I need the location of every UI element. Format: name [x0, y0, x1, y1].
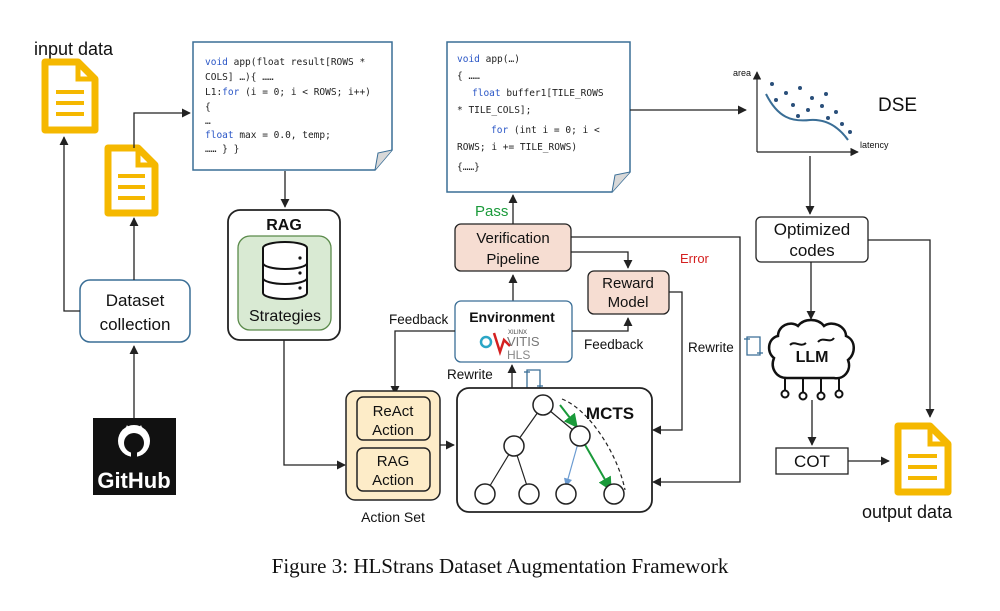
feedback-left-label: Feedback [389, 312, 449, 327]
code2-line6: ROWS; i += TILE_ROWS) [457, 142, 577, 153]
error-label: Error [680, 251, 710, 266]
cot-label: COT [794, 452, 830, 471]
verification-pipeline-box [454, 223, 572, 272]
arrow-rag-to-actionset [283, 340, 346, 470]
react-line1: ReAct [373, 403, 415, 420]
database-icon [262, 241, 308, 300]
output-data-label: output data [862, 502, 953, 522]
action-set-label: Action Set [361, 509, 425, 525]
code1-line7: …… } } [205, 144, 239, 155]
code2-line2: { …… [457, 71, 480, 82]
code2-line4: * TILE_COLS]; [457, 105, 531, 116]
pass-label: Pass [475, 203, 508, 220]
arrow-reward-to-mcts [652, 291, 683, 435]
optimized-line2: codes [789, 241, 834, 260]
arrow-environment-to-reward [572, 317, 633, 332]
feedback-right-label: Feedback [584, 337, 644, 352]
rewrite-right-label: Rewrite [688, 340, 734, 355]
rag-title: RAG [266, 217, 302, 234]
code2-line5: for (int i = 0; i < [491, 125, 600, 136]
github-logo: GitHub [93, 418, 176, 495]
react-action-box [356, 396, 431, 441]
github-logo-text: GitHub [97, 468, 170, 493]
verification-line2: Pipeline [486, 251, 539, 268]
rag-action-box [356, 447, 431, 492]
output-code-box [446, 41, 631, 193]
arrow-verification-to-mcts [571, 236, 741, 487]
dse-area-label: area [733, 68, 751, 78]
arrow-collection-to-input [59, 136, 80, 312]
ragaction-line2: Action [372, 472, 414, 489]
verification-line1: Verification [476, 230, 549, 247]
code1-line3: L1:for (i = 0; i < ROWS; i++) [205, 87, 371, 98]
react-line2: Action [372, 422, 414, 439]
collected-file-icon [104, 144, 159, 217]
dataset-collection-line1: Dataset [106, 291, 165, 310]
code1-line4: { [205, 102, 211, 113]
input-file-icon [41, 58, 99, 134]
code1-line6: float max = 0.0, temp; [205, 130, 331, 141]
input-code-box [192, 41, 393, 171]
optimized-line1: Optimized [774, 220, 851, 239]
mcts-title: MCTS [586, 404, 634, 423]
figure-caption: Figure 3: HLStrans Dataset Augmentation … [272, 554, 729, 578]
code2-line3: float buffer1[TILE_ROWS [472, 88, 604, 99]
code1-line1: void app(float result[ROWS * [205, 57, 365, 68]
mcts-tree [474, 394, 626, 505]
cot-box [775, 447, 849, 475]
xilinx-text: XILINX [508, 330, 527, 336]
environment-title: Environment [469, 309, 555, 325]
scroll-icon-right [744, 336, 763, 356]
ragaction-line1: RAG [377, 453, 410, 470]
dse-label: DSE [878, 95, 917, 116]
dse-plot [752, 71, 859, 157]
arrow-verification-to-reward [571, 251, 633, 269]
code1-line2: COLS] …){ …… [205, 72, 274, 83]
scroll-icon-left [524, 369, 543, 389]
dse-latency-label: latency [860, 140, 889, 150]
llm-brain-icon [767, 318, 855, 401]
code2-line1: void app(…) [457, 54, 520, 65]
vitis-hls-logo: XILINX VITIS HLS [479, 330, 540, 362]
dataset-collection-line2: collection [100, 315, 171, 334]
reward-line1: Reward [602, 275, 654, 292]
rewrite-left-label: Rewrite [447, 367, 493, 382]
vitis-text: VITIS [507, 334, 540, 349]
code1-line5: … [205, 116, 211, 127]
output-file-icon [894, 422, 952, 496]
llm-label: LLM [796, 349, 829, 366]
code2-line7: {……} [457, 162, 480, 173]
strategies-label: Strategies [249, 308, 321, 325]
input-data-label: input data [34, 39, 114, 59]
arrow-environment-to-react [390, 330, 455, 395]
arrow-optimized-to-output [868, 239, 935, 418]
reward-line2: Model [608, 294, 649, 311]
arrow-file-to-code [133, 108, 191, 148]
hls-text: HLS [507, 348, 530, 362]
